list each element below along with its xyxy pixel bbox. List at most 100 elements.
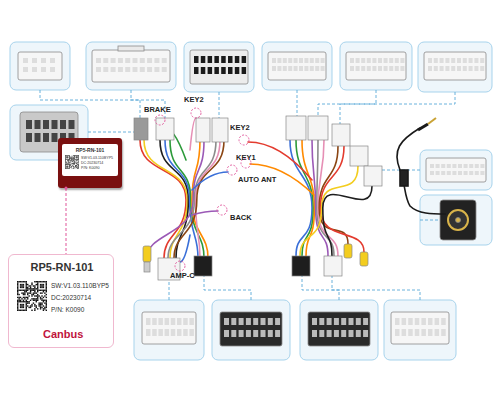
qr-code — [74, 159, 76, 161]
qr-code — [24, 290, 25, 291]
wire — [190, 118, 196, 150]
connector-frame — [340, 42, 412, 90]
qr-code — [71, 161, 73, 163]
connector-pin — [312, 318, 317, 325]
qr-code — [73, 166, 75, 168]
connector-pin — [463, 58, 467, 63]
qr-code — [40, 290, 41, 291]
qr-code — [69, 166, 71, 168]
qr-code — [65, 162, 66, 164]
qr-code — [46, 301, 47, 302]
qr-code — [43, 285, 44, 286]
qr-code — [75, 155, 77, 156]
connector-pin — [111, 58, 116, 63]
qr-code — [41, 292, 42, 293]
qr-code — [73, 157, 75, 159]
connector-pin — [288, 58, 292, 63]
connector-pin — [228, 56, 233, 63]
connector-pin — [389, 66, 393, 71]
qr-code — [74, 167, 76, 169]
qr-code — [67, 165, 69, 167]
qr-code — [78, 163, 79, 165]
wire — [174, 140, 224, 258]
connector-pin — [327, 330, 332, 337]
qr-code — [27, 287, 28, 288]
connector-pin — [154, 58, 159, 63]
canbus-module: RP5-RN-101SW:V1.03.110BYP5DC:20230714P/N… — [58, 138, 122, 188]
connector-pin — [372, 58, 376, 63]
qr-code — [36, 295, 37, 296]
connector-frame — [420, 150, 492, 190]
qr-code — [73, 158, 75, 160]
connector-frame — [212, 300, 290, 360]
connector-frame — [10, 42, 492, 360]
connector-pin — [147, 58, 152, 63]
qr-code — [69, 162, 71, 164]
connector-pin — [189, 318, 194, 325]
connector-illustration — [18, 46, 486, 346]
qr-code — [75, 155, 77, 156]
connector-pin — [350, 66, 354, 71]
qr-code — [31, 295, 32, 296]
qr-code — [38, 304, 39, 305]
qr-code — [74, 158, 76, 160]
signal-label: AUTO ANT — [238, 176, 276, 184]
connector-illustration — [92, 50, 170, 82]
connector-pin — [480, 164, 484, 168]
qr-code — [75, 166, 77, 168]
qr-code — [75, 166, 77, 168]
connector-pin — [52, 120, 58, 129]
connector-pin — [367, 58, 371, 63]
qr-code — [40, 307, 41, 308]
qr-code — [67, 157, 69, 159]
qr-code — [65, 166, 66, 168]
connector-pin — [177, 318, 182, 325]
connector-pin — [277, 58, 281, 63]
connector-pin — [125, 58, 130, 63]
connector-pin — [140, 67, 145, 72]
qr-code — [65, 156, 66, 158]
qr-code — [71, 157, 73, 159]
connector-pin — [162, 67, 167, 72]
qr-code — [78, 165, 79, 167]
qr-code — [31, 310, 32, 311]
qr-code — [17, 281, 18, 282]
connector-pin — [275, 330, 280, 337]
qr-code — [74, 159, 76, 161]
qr-code — [77, 157, 79, 159]
qr-code — [73, 158, 75, 160]
qr-code — [26, 282, 27, 283]
qr-code — [72, 163, 74, 165]
label-card: RP5-RN-101SW:V1.03.110BYP5DC:20230714P/N… — [8, 254, 114, 348]
connector-pin — [304, 66, 308, 71]
qr-code — [71, 165, 73, 167]
qr-code — [36, 307, 37, 308]
connector-pin — [349, 318, 354, 325]
qr-code — [70, 160, 72, 162]
connector-pin — [469, 164, 473, 168]
qr-code — [23, 290, 24, 291]
qr-code — [74, 155, 76, 156]
harness-plug — [364, 166, 382, 186]
wire — [168, 140, 216, 258]
leader-line — [204, 276, 251, 300]
qr-code — [74, 163, 76, 165]
qr-code — [78, 166, 79, 168]
connector-pin — [50, 58, 55, 63]
qr-code — [43, 305, 44, 306]
qr-code — [69, 165, 71, 167]
qr-code — [31, 288, 32, 289]
qr-code — [38, 295, 39, 296]
wire — [192, 172, 228, 190]
qr-code — [78, 162, 79, 164]
qr-code — [72, 157, 74, 159]
qr-code — [43, 284, 44, 285]
harness-plug — [360, 252, 368, 266]
connector-pin — [457, 66, 461, 71]
connector-pin — [96, 67, 101, 72]
qr-code — [34, 305, 35, 306]
connector-pin — [208, 56, 213, 63]
connector-pin — [171, 318, 176, 325]
harness-plug — [308, 116, 328, 140]
connector-pin — [441, 318, 446, 325]
